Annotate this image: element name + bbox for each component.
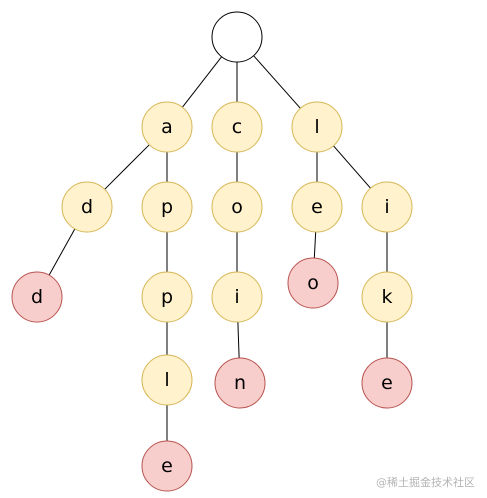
node-circle [211, 271, 263, 323]
trie-node-e3: e [141, 440, 193, 492]
edge-a-d1 [104, 144, 150, 190]
trie-node-e1: e [291, 181, 343, 233]
root-node-circle [211, 11, 263, 63]
node-label: o [307, 272, 319, 294]
trie-node-a: a [141, 101, 193, 153]
end-node-circle [141, 440, 193, 492]
watermark: @稀土掘金技术社区 [376, 476, 475, 489]
trie-node-i1: i [361, 181, 413, 233]
trie-node-l2: l [141, 354, 193, 406]
node-circle [291, 181, 343, 233]
node-label: l [164, 369, 169, 391]
root-node [211, 11, 263, 63]
node-label: c [232, 116, 242, 138]
trie-node-k: k [361, 271, 413, 323]
end-node-circle [11, 271, 63, 323]
node-label: o [231, 196, 243, 218]
trie-node-o1: o [211, 181, 263, 233]
edges-layer [48, 55, 388, 441]
trie-node-p2: p [141, 271, 193, 323]
edge-root-a [181, 56, 223, 108]
edge-l-i1 [333, 145, 371, 189]
node-label: d [31, 286, 43, 308]
edge-i2-n [237, 321, 240, 359]
node-label: d [81, 196, 93, 218]
trie-node-i2: i [211, 271, 263, 323]
node-label: e [381, 372, 393, 394]
node-label: k [381, 286, 392, 308]
node-label: p [161, 286, 173, 308]
node-label: e [161, 455, 173, 477]
end-node-circle [361, 357, 413, 409]
node-circle [61, 181, 113, 233]
edge-d1-d2 [48, 228, 76, 276]
node-circle [141, 181, 193, 233]
trie-node-c: c [211, 101, 263, 153]
node-circle [141, 101, 193, 153]
node-circle [141, 271, 193, 323]
edge-e1-o2 [313, 231, 317, 259]
trie-node-e2: e [361, 357, 413, 409]
node-label: i [384, 196, 389, 218]
node-label: n [234, 372, 246, 394]
node-circle [141, 354, 193, 406]
node-circle [211, 181, 263, 233]
end-node-circle [287, 257, 339, 309]
trie-node-l: l [291, 101, 343, 153]
trie-node-d1: d [61, 181, 113, 233]
node-label: p [161, 196, 173, 218]
node-label: a [161, 116, 173, 138]
node-circle [361, 271, 413, 323]
end-node-circle [214, 357, 266, 409]
trie-node-p1: p [141, 181, 193, 233]
node-circle [291, 101, 343, 153]
trie-node-d2: d [11, 271, 63, 323]
node-label: e [311, 196, 323, 218]
node-circle [361, 181, 413, 233]
trie-node-n: n [214, 357, 266, 409]
trie-node-o2: o [287, 257, 339, 309]
node-circle [211, 101, 263, 153]
node-label: l [314, 116, 319, 138]
edge-root-l [253, 55, 301, 109]
nodes-layer: a c l d p o e i d p i o k l n e e [11, 11, 413, 492]
node-label: i [234, 286, 239, 308]
